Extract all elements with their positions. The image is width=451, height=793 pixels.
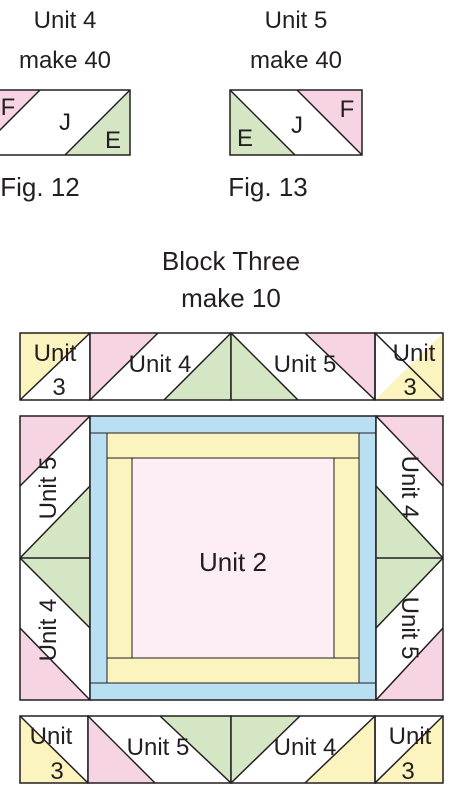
right-seam-3 (375, 557, 444, 629)
top-right-unit3-seam (374, 332, 444, 401)
bottom-right-unit3-label: Unit (389, 723, 432, 750)
bottom-right-unit3-number: 3 (401, 758, 414, 785)
fig12-unit-outline (0, 89, 131, 156)
block-make-label: make 10 (181, 283, 281, 313)
right-unit5-label: Unit 5 (396, 597, 423, 660)
top-unit5-label: Unit 5 (274, 351, 337, 378)
bottom-unit5-seam-b (159, 715, 232, 784)
left-unit5-label: Unit 5 (35, 457, 62, 520)
top-unit4-seam-a (89, 332, 159, 401)
fig13-seam-left (229, 89, 296, 156)
bottom-unit4-seam-b (304, 715, 376, 784)
fig13-unit-outline (229, 89, 363, 156)
fig12-unit-label: Unit 4 (34, 7, 97, 34)
top-unit5-seam-a (230, 332, 299, 401)
left-seam-3 (19, 557, 91, 629)
bottom-row: Unit 3 Unit 5 Unit 4 Unit 3 (19, 715, 444, 785)
top-unit5-seam-b (304, 332, 376, 401)
fig13-caption: Fig. 13 (228, 172, 308, 202)
right-seam-2 (375, 485, 444, 559)
top-right-unit3 (374, 332, 444, 401)
top-row: Unit 3 Unit 4 Unit 5 Unit 3 (19, 332, 444, 401)
top-right-unit3-number: 3 (403, 374, 416, 401)
top-left-unit3-label: Unit (34, 340, 77, 367)
bottom-unit4-seam-a (230, 715, 301, 784)
fig12-make-label: make 40 (19, 47, 111, 74)
block-title: Block Three (162, 246, 300, 276)
bottom-left-unit3-seam (19, 715, 89, 784)
left-green-middle (20, 486, 90, 628)
bottom-left-unit3-number: 3 (50, 758, 63, 785)
top-right-unit3-label: Unit (393, 340, 436, 367)
bottom-right-unit3 (374, 715, 444, 784)
center-unit2-label: Unit 2 (199, 547, 267, 577)
left-unit4-label: Unit 4 (35, 599, 62, 662)
bottom-unit4-label: Unit 4 (274, 734, 337, 761)
left-seam-1 (19, 415, 91, 487)
bottom-left-unit3-label: Unit (30, 723, 73, 750)
fig12-seam-left (0, 89, 41, 132)
fig12-unit4: Unit 4 make 40 F J E Fig. 12 (0, 7, 131, 202)
top-left-unit3-number: 3 (52, 374, 65, 401)
fig12-caption: Fig. 12 (0, 172, 80, 202)
top-unit4-label: Unit 4 (129, 351, 192, 378)
fig13-make-label: make 40 (250, 47, 342, 74)
bottom-unit5-seam-a (87, 715, 156, 784)
fig13-unit5: Unit 5 make 40 E J F Fig. 13 (228, 7, 363, 202)
bottom-unit5-label: Unit 5 (127, 734, 190, 761)
middle-section: Unit 5 Unit 4 Unit 2 Unit 4 Unit 5 (19, 415, 444, 701)
fig13-e-label: E (237, 125, 253, 152)
left-seam-2 (19, 485, 91, 559)
center-pink-square (132, 458, 334, 658)
fig12-seam-right (64, 89, 131, 156)
fig13-f-label: F (340, 96, 355, 123)
top-unit4-seam-b (163, 332, 232, 401)
bottom-right-unit3-seam (374, 715, 444, 784)
fig13-unit-label: Unit 5 (265, 7, 328, 34)
right-unit4-label: Unit 4 (396, 456, 423, 519)
fig13-j-label: J (291, 112, 303, 139)
left-seam-4 (19, 627, 91, 701)
right-seam-1 (375, 415, 444, 487)
fig12-f-label: F (1, 94, 16, 121)
right-green-middle (376, 486, 443, 628)
fig13-seam-right (296, 89, 363, 156)
right-seam-4 (375, 627, 444, 701)
top-left-unit3-seam (19, 332, 91, 401)
fig12-j-label: J (59, 109, 71, 136)
fig12-e-label: E (105, 127, 121, 154)
